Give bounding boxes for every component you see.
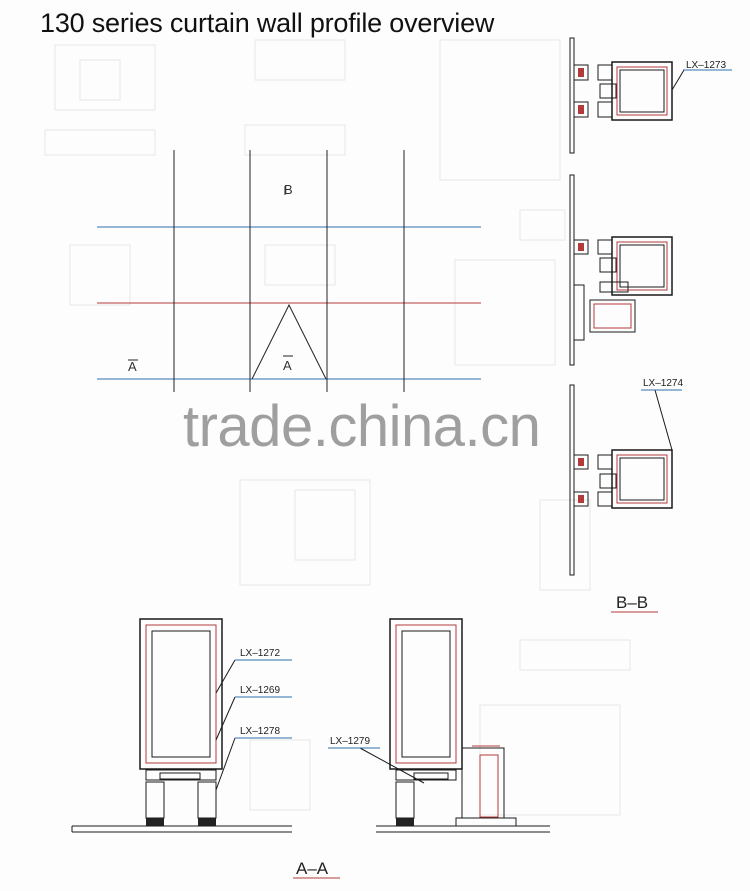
part-label-lx-1273: LX–1273 (686, 60, 726, 71)
part-label-lx-1269: LX–1269 (240, 685, 280, 696)
watermark: trade.china.cn (183, 394, 541, 459)
profile-aa-right (359, 618, 550, 833)
section-aa-drawing (71, 618, 550, 879)
profile-bb-bottom (569, 384, 673, 576)
grid-label-a-center: A (283, 358, 292, 373)
part-label-lx-1274: LX–1274 (643, 378, 683, 389)
part-label-lx-1272: LX–1272 (240, 648, 280, 659)
part-label-lx-1279: LX–1279 (330, 736, 370, 747)
section-bb-drawing (569, 37, 732, 613)
profile-lx-1273 (569, 37, 685, 154)
grid-label-b: B (284, 182, 293, 197)
part-label-lx-1278: LX–1278 (240, 726, 280, 737)
section-aa-label: A–A (296, 859, 329, 878)
opening-sash-triangle (251, 303, 327, 380)
elevation-grid (97, 150, 481, 392)
profile-aa-left (71, 618, 292, 833)
background-ghost-drawings (44, 39, 631, 816)
profile-bb-middle (569, 174, 673, 366)
page-title: 130 series curtain wall profile overview (40, 8, 495, 38)
section-bb-label: B–B (616, 593, 648, 612)
grid-label-a-left: A (128, 359, 137, 374)
